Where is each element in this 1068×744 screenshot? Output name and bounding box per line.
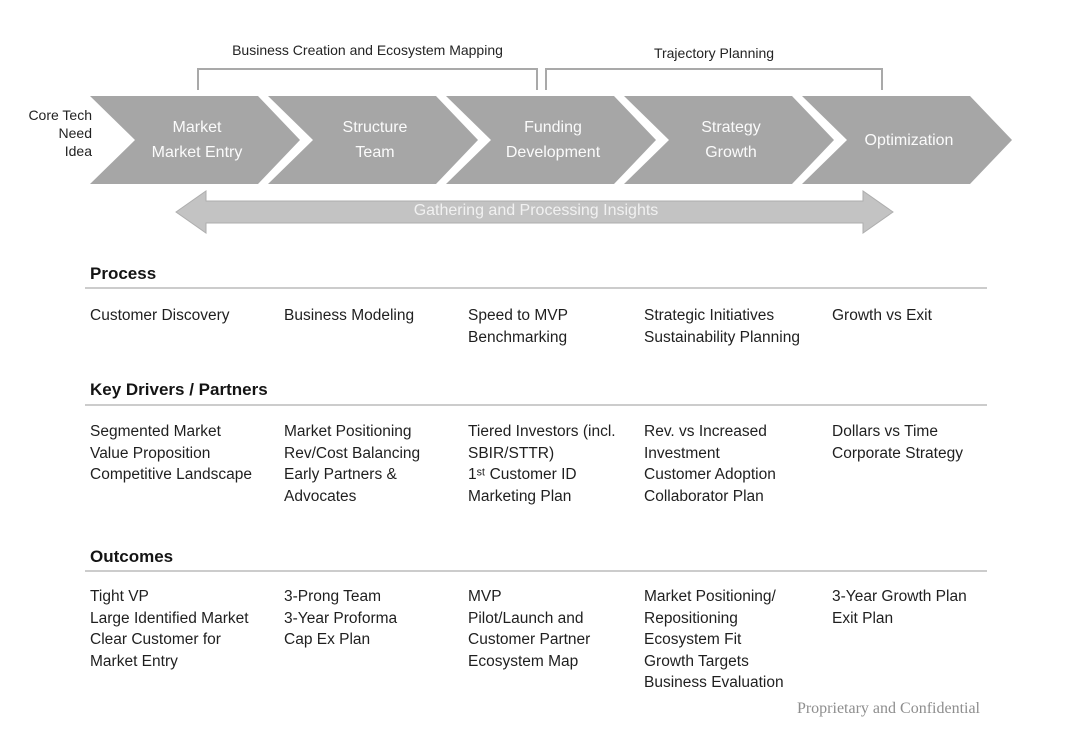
outcomes-cell-optimization: 3-Year Growth Plan Exit Plan — [832, 588, 967, 627]
process-cell-optimization: Growth vs Exit — [832, 307, 932, 324]
key-drivers-cell-market: Segmented Market Value Proposition Compe… — [90, 423, 252, 483]
double-arrow-shape — [175, 190, 894, 234]
key-drivers-cell-structure: Market Positioning Rev/Cost Balancing Ea… — [284, 423, 421, 505]
core-tech-need-idea-label: Core Tech Need Idea — [28, 107, 92, 159]
chevron-label-structure: Structure Team — [342, 119, 408, 161]
chevron-label-optimization: Optimization — [864, 131, 954, 149]
outcomes-cell-structure: 3-Prong Team 3-Year Proforma Cap Ex Plan — [284, 588, 398, 648]
outcomes-cell-strategy: Market Positioning/ Repositioning Ecosys… — [644, 588, 784, 691]
confidentiality-notice: Proprietary and Confidential — [796, 700, 980, 717]
process-cell-market: Customer Discovery — [90, 307, 230, 324]
key-drivers-cell-optimization: Dollars vs Time Corporate Strategy — [832, 423, 963, 462]
process-cell-structure: Business Modeling — [284, 307, 415, 324]
section-divider — [85, 287, 987, 289]
outcomes-cell-funding: MVP Pilot/Launch and Customer Partner Ec… — [468, 588, 591, 670]
chevron-funding-shape — [446, 96, 656, 184]
section-title-key-drivers: Key Drivers / Partners — [90, 380, 268, 399]
bracket-trajectory-planning — [545, 68, 883, 90]
section-divider — [85, 570, 987, 572]
chevron-strategy-shape — [624, 96, 834, 184]
chevron-label-funding: Funding Development — [505, 119, 601, 161]
section-divider — [85, 404, 987, 406]
chevron-label-market: Market Market Entry — [151, 119, 243, 161]
chevron-label-strategy: Strategy Growth — [701, 119, 761, 161]
key-drivers-cell-funding: Tiered Investors (incl. SBIR/STTR) 1ˢᵗ C… — [468, 423, 616, 505]
chevron-structure-shape — [268, 96, 478, 184]
insights-arrow-label: Gathering and Processing Insights — [413, 202, 659, 219]
process-cell-funding: Speed to MVP Benchmarking — [468, 307, 568, 346]
chevron-optimization-shape — [802, 96, 1012, 184]
bracket-label-business-creation: Business Creation and Ecosystem Mapping — [232, 42, 503, 58]
chevron-market-shape — [90, 96, 300, 184]
section-title-outcomes: Outcomes — [90, 547, 174, 566]
bracket-business-creation — [197, 68, 538, 90]
outcomes-cell-market: Tight VP Large Identified Market Clear C… — [90, 588, 249, 670]
section-title-process: Process — [90, 264, 157, 283]
process-cell-strategy: Strategic Initiatives Sustainability Pla… — [644, 307, 800, 346]
key-drivers-cell-strategy: Rev. vs Increased Investment Customer Ad… — [644, 423, 776, 505]
bracket-label-trajectory-planning: Trajectory Planning — [653, 45, 775, 61]
process-flow-diagram — [90, 68, 1012, 234]
